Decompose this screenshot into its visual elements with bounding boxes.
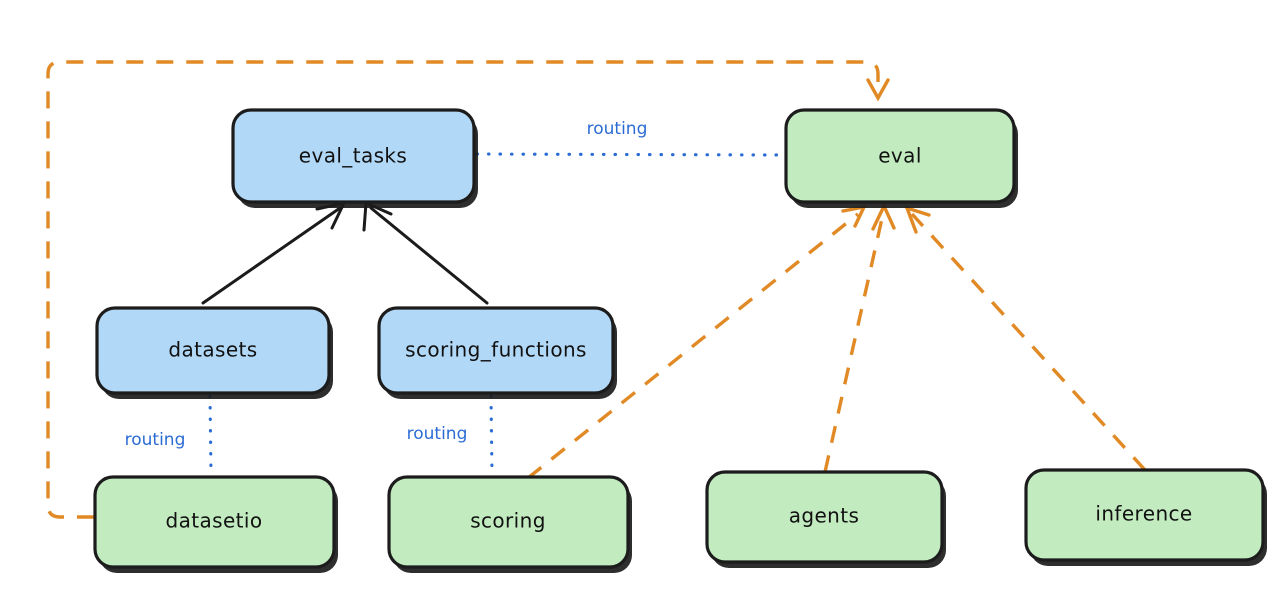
node-scoring[interactable]: scoring bbox=[387, 475, 632, 573]
edge-datasets-to-eval_tasks[interactable] bbox=[201, 200, 347, 305]
routing-edges-group bbox=[208, 152, 785, 476]
node-eval-tasks[interactable]: eval_tasks bbox=[231, 108, 478, 208]
edge-agents-to-eval[interactable] bbox=[823, 201, 896, 473]
node-label-eval: eval bbox=[878, 144, 922, 168]
edge-eval_tasks-to-eval[interactable] bbox=[475, 152, 785, 157]
edge-scoring_functions-to-scoring[interactable] bbox=[489, 394, 494, 476]
node-eval[interactable]: eval bbox=[784, 108, 1018, 208]
nodes-group: eval_tasks eval datasets scoring_functio… bbox=[93, 108, 1267, 573]
edge-label-routing-scoring-functions-scoring: routing bbox=[407, 424, 468, 444]
edge-label-routing-eval-tasks-eval: routing bbox=[587, 119, 648, 139]
edge-label-routing-datasets-datasetio: routing bbox=[125, 430, 186, 450]
node-label-scoring: scoring bbox=[470, 509, 546, 533]
node-label-agents: agents bbox=[789, 504, 860, 528]
solid-edges-group bbox=[201, 200, 489, 305]
node-label-datasets: datasets bbox=[168, 338, 257, 362]
edge-eval-to-datasetio[interactable] bbox=[46, 60, 890, 519]
node-label-scoring-functions: scoring_functions bbox=[405, 338, 587, 362]
node-scoring-functions[interactable]: scoring_functions bbox=[377, 306, 617, 399]
edge-scoring_functions-to-eval_tasks[interactable] bbox=[362, 200, 489, 305]
edge-labels-group: routing routing routing bbox=[125, 119, 648, 450]
edge-datasets-to-datasetio[interactable] bbox=[208, 394, 213, 476]
node-label-datasetio: datasetio bbox=[165, 509, 262, 533]
node-inference[interactable]: inference bbox=[1024, 468, 1267, 566]
node-agents[interactable]: agents bbox=[705, 470, 946, 568]
edge-inference-to-eval[interactable] bbox=[904, 205, 1147, 472]
node-label-inference: inference bbox=[1095, 502, 1192, 526]
node-datasets[interactable]: datasets bbox=[95, 306, 333, 399]
node-datasetio[interactable]: datasetio bbox=[93, 475, 338, 573]
node-label-eval-tasks: eval_tasks bbox=[299, 144, 407, 168]
